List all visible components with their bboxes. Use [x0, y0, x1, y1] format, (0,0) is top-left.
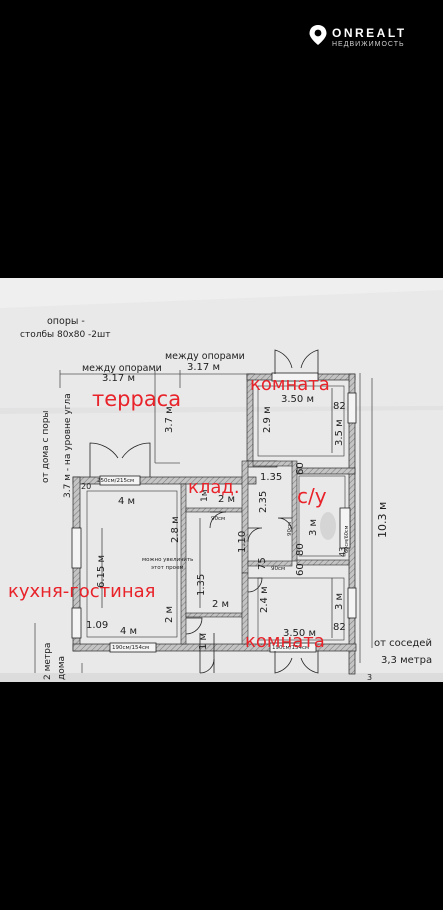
note-supports-2: столбы 80х80 -2шт — [20, 330, 111, 340]
dimension-labels: 3.17 м 3.17 м 3.7 м 3.50 м 82 2.9 м 3.5 … — [81, 362, 389, 682]
floor-plan-sheet: опоры - столбы 80х80 -2шт между опорами … — [0, 278, 443, 682]
dim-615: 6.15 м — [96, 555, 107, 588]
dimension-lines — [101, 388, 333, 638]
doors — [89, 349, 319, 674]
room-kitchen-living-label: кухня-гостиная — [8, 581, 155, 602]
dim-90-bath: 90см — [287, 522, 293, 536]
room-labels: терраса комната клад. с/у кухня-гостиная… — [8, 374, 330, 652]
room-terrace-label: терраса — [92, 387, 181, 411]
note-widen-2: этот проем — [151, 565, 184, 571]
sketch-smudge — [320, 512, 336, 540]
note-supports-1: опоры - — [47, 316, 85, 327]
dim-20: 20 — [81, 482, 91, 491]
dim-82-bottom: 82 — [333, 622, 346, 633]
dim-2m-storage: 2 м — [218, 494, 235, 505]
dim-80: 80 — [295, 543, 306, 556]
dim-window-bottom: 190см/154см — [112, 645, 149, 651]
room-bottom-label: комната — [245, 631, 325, 652]
dim-3-edge: 3 — [367, 673, 372, 682]
dim-window-top: 250см/215см — [97, 478, 134, 484]
dim-103: 10.3 м — [376, 502, 389, 538]
dim-35: 3.5 м — [334, 419, 345, 446]
floor-plan: опоры - столбы 80х80 -2шт между опорами … — [0, 278, 443, 682]
room-storage-label: клад. — [188, 477, 240, 498]
note-widen-1: можно увеличить — [142, 557, 193, 563]
dim-60-mid: 60 — [295, 563, 306, 576]
room-top-label: комната — [250, 374, 330, 395]
dim-1m-storage: 1м — [200, 489, 210, 502]
dim-24: 2.4 м — [259, 586, 270, 613]
dim-2m-kitchen: 2 м — [164, 606, 175, 623]
windows — [71, 372, 357, 653]
dim-1m-bottom: 1 м — [198, 633, 209, 650]
dim-90-storage: 90см — [211, 516, 225, 522]
note-house-gap-2: дома — [57, 656, 67, 680]
extension-lines — [34, 370, 373, 673]
note-between-right: между опорами — [165, 351, 245, 362]
dim-2m-hall: 2 м — [212, 599, 229, 610]
note-neighbors-1: от соседей — [374, 638, 432, 649]
paper-edge — [0, 673, 443, 682]
note-house-gap-1: 2 метра — [43, 643, 53, 680]
dim-28: 2.8 м — [170, 516, 181, 543]
dim-4m-bottom: 4 м — [120, 626, 137, 637]
dim-60-top: 60 — [295, 462, 306, 475]
dim-3m-bottom: 3 м — [334, 593, 345, 610]
dim-window-bottom-right: 190см/154см — [272, 645, 309, 651]
dim-317-left: 3.17 м — [102, 373, 135, 384]
note-neighbors-2: 3,3 метра — [381, 655, 432, 666]
dim-3m-bath: 3 м — [308, 519, 319, 536]
dim-135-mid: 1.35 — [196, 574, 207, 596]
dim-317-right: 3.17 м — [187, 362, 220, 373]
room-bathroom-label: с/у — [297, 484, 327, 508]
notes: опоры - столбы 80х80 -2шт между опорами … — [20, 316, 432, 680]
location-pin-icon — [309, 25, 327, 45]
brand-tagline: НЕДВИЖИМОСТЬ — [332, 41, 405, 48]
dim-109: 1.09 — [86, 620, 108, 631]
note-from-house: от дома с поры — [41, 410, 51, 483]
dim-bath-window: 60см/60см — [344, 525, 350, 553]
dim-37: 3.7 м — [164, 406, 175, 433]
dim-4m-top: 4 м — [118, 496, 135, 507]
paper-fold — [0, 278, 443, 308]
dim-43: 43 — [338, 547, 347, 557]
dim-82-top: 82 — [333, 401, 346, 412]
note-between-left: между опорами — [82, 363, 162, 374]
brand-watermark: ONREALT НЕДВИЖИМОСТЬ — [308, 22, 438, 52]
room-outlines — [86, 385, 346, 641]
dim-90-hall: 90см — [271, 566, 285, 572]
note-level: 3.7 м - на уровне угла — [63, 393, 73, 498]
brand-name: ONREALT — [332, 26, 407, 40]
dim-29: 2.9 м — [262, 406, 273, 433]
dim-135-top: 1.35 — [260, 472, 282, 483]
dim-75: 75 — [257, 557, 268, 570]
dim-350-top: 3.50 м — [281, 394, 314, 405]
dim-350-bottom: 3.50 м — [283, 628, 316, 639]
dim-235: 2.35 — [258, 491, 269, 513]
dim-110: 1.10 — [237, 531, 248, 553]
